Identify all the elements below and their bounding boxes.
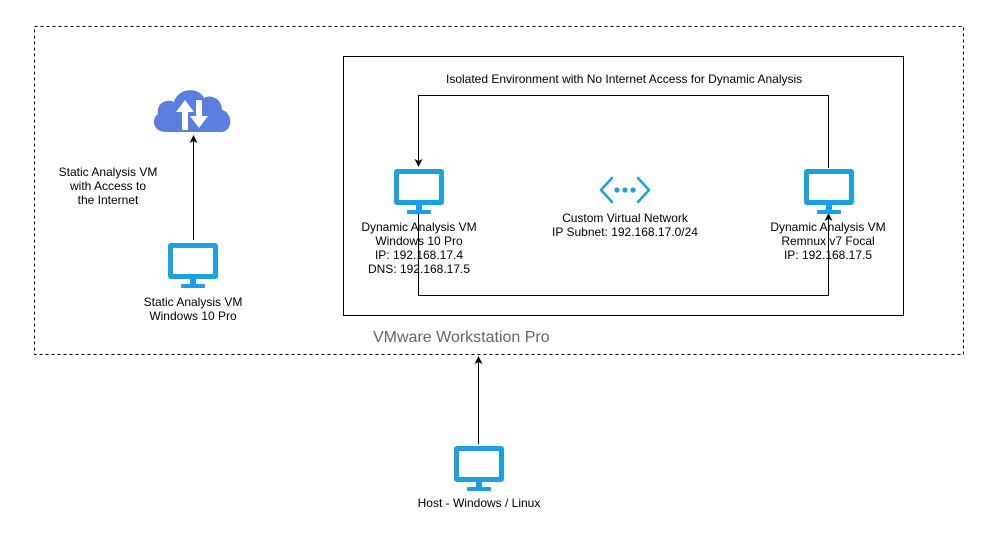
vmware-workstation-label: VMware Workstation Pro [373,329,550,346]
isolated-loop-connector [414,95,829,168]
host-monitor-icon [454,446,504,491]
static-vm-monitor-icon [168,243,218,288]
dynamic-remnux-vm-label: Dynamic Analysis VM Remnux v7 Focal IP: … [770,220,886,262]
host-label: Host - Windows / Linux [417,496,541,510]
virtual-network-label: Custom Virtual Network IP Subnet: 192.16… [552,211,698,239]
static-vm-access-label: Static Analysis VM with Access to the In… [58,165,158,207]
dynamic-windows-vm-label: Dynamic Analysis VM Windows 10 Pro IP: 1… [361,220,477,276]
virtual-network-icon [599,176,651,204]
isolated-environment-box [343,56,904,316]
vmware-workstation-box [34,26,964,355]
dynamic-windows-vm-monitor-icon [394,169,444,214]
isolated-bottom-connector [418,213,833,296]
dynamic-remnux-vm-monitor-icon [804,169,854,214]
cloud-upload-download-icon [153,90,231,132]
isolated-environment-title: Isolated Environment with No Internet Ac… [446,72,803,86]
static-vm-label: Static Analysis VM Windows 10 Pro [143,295,243,323]
